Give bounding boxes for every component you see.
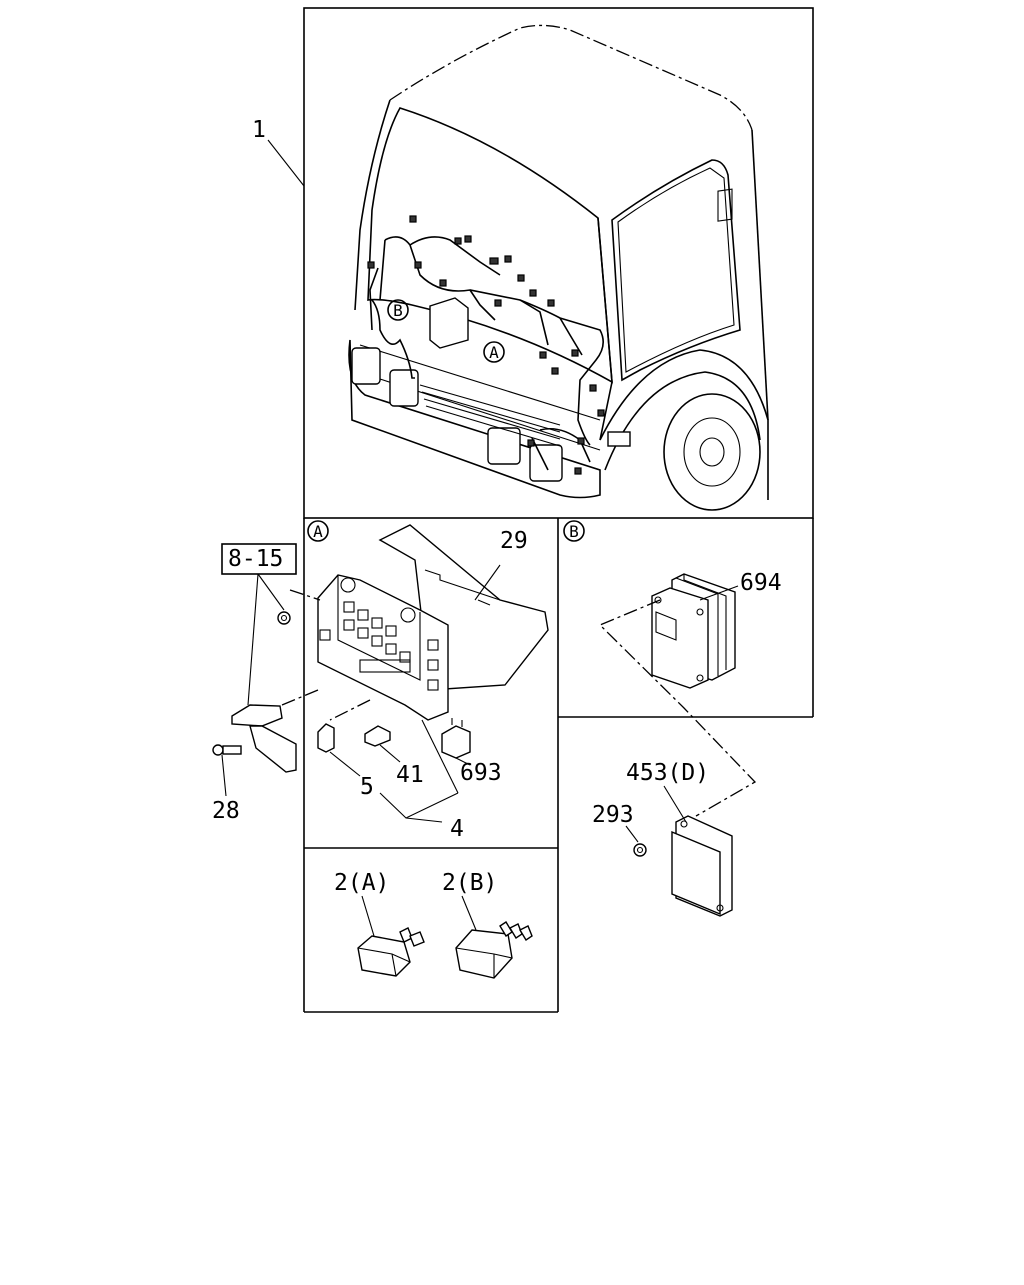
svg-text:B: B [393,301,403,320]
ecu-b-part [651,573,739,689]
callout-relay: 693 [460,760,502,786]
panel-frames [303,7,814,1013]
callout-harness: 1 [252,117,266,143]
nut-293-part [625,825,647,857]
callout-fuse-group: 4 [450,816,464,842]
svg-text:A: A [313,522,323,541]
callout-mini-fuse: 41 [396,762,424,788]
fuse-box-cover [378,524,549,691]
callout-nut: 293 [592,802,634,828]
truck-cab-drawing [267,24,769,511]
svg-text:B: B [569,522,579,541]
callout-fuse-box-ref: 8-15 [228,546,283,572]
callout-relay-a: 2(A) [334,870,389,896]
relay-part [441,718,471,759]
mini-fuse-part [364,725,391,747]
callout-relay-b: 2(B) [442,870,497,896]
relay-b-part [455,895,533,979]
callout-ecu-d: 453(D) [626,760,709,786]
marker-a-panel: A [307,520,329,542]
callout-fuse: 5 [360,774,374,800]
relay-a-part [357,895,425,977]
bracket-assembly [212,543,297,797]
fuse-part [317,723,335,753]
ecu-d-part [663,785,733,917]
marker-b-cab: B [387,299,409,321]
callout-cover: 29 [500,528,528,554]
marker-a-cab: A [483,341,505,363]
callout-bolt: 28 [212,798,240,824]
svg-text:A: A [489,343,499,362]
panel-a-leaders [329,719,471,823]
callout-ecu-b: 694 [740,570,782,596]
marker-b-panel: B [563,520,585,542]
